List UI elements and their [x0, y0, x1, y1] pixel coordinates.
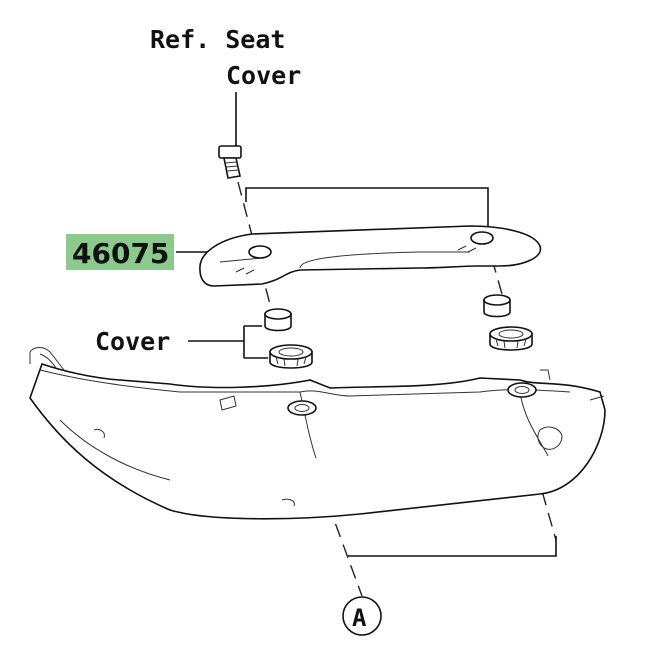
- mount-hole-left: [287, 400, 317, 416]
- grommet-right: [489, 326, 533, 351]
- bolt: [218, 145, 242, 179]
- grab-rail: [199, 225, 542, 287]
- ref-seat-label: Ref. Seat: [150, 25, 285, 54]
- collar-right: [483, 294, 511, 318]
- part-number-46075[interactable]: 46075: [72, 237, 169, 270]
- lower-bracket: [348, 536, 557, 557]
- mount-hole-right: [507, 382, 537, 398]
- view-ref-a: A: [352, 604, 367, 632]
- upper-bracket: [245, 187, 489, 230]
- grommet-left: [269, 344, 313, 369]
- view-ref-circle: [342, 596, 382, 636]
- part-number-highlight: [66, 234, 174, 270]
- cover-leader: [188, 325, 268, 359]
- cover-label: Cover: [95, 327, 170, 356]
- collar-left: [264, 308, 292, 332]
- ref-cover-label: Cover: [226, 61, 301, 90]
- rear-cowl: [29, 347, 606, 520]
